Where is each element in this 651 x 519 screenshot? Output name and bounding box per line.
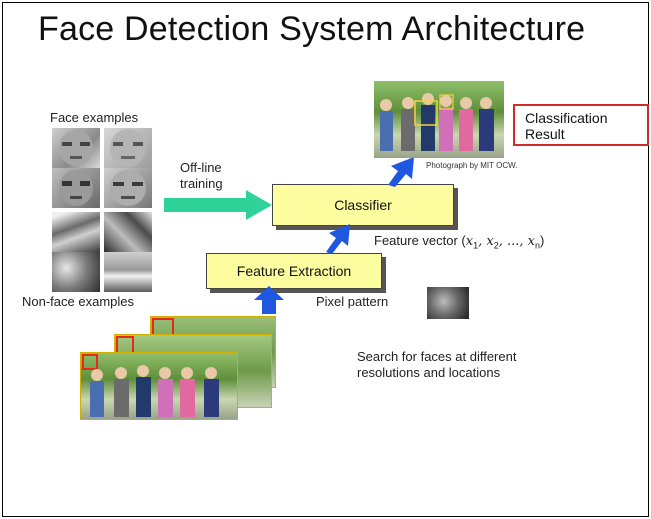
- nonface-thumb: [52, 212, 100, 252]
- feature-vector-sub-1: 1: [473, 240, 479, 251]
- flow-arrow-pixels-to-features: [254, 286, 284, 314]
- photo-credit: Photograph by MIT OCW.: [426, 161, 518, 170]
- feature-vector-xn: , ..., x: [498, 234, 536, 249]
- offline-training-label: Off-line training: [180, 160, 223, 191]
- feature-vector-sub-2: 2: [493, 240, 499, 251]
- feature-vector-label: Feature vector (x1, x2, ..., xn): [374, 233, 544, 251]
- flow-arrow-features-to-classifier: [326, 224, 350, 254]
- feature-vector-x2: , x: [478, 234, 494, 249]
- nonface-thumb: [52, 252, 100, 292]
- feature-vector-close: ): [540, 233, 545, 248]
- search-photo-front: [80, 352, 238, 420]
- feature-vector-sub-n: n: [535, 240, 541, 251]
- nonface-thumb: [104, 252, 152, 292]
- search-text: Search for faces at different resolution…: [357, 349, 517, 380]
- face-thumb: [52, 168, 100, 208]
- feature-vector-prefix: Feature vector (: [374, 233, 466, 248]
- pixel-pattern-thumb: [427, 287, 469, 319]
- classifier-box: Classifier: [272, 184, 454, 226]
- slide-title: Face Detection System Architecture: [38, 10, 586, 48]
- pixel-pattern-label: Pixel pattern: [316, 294, 389, 309]
- feature-extraction-box: Feature Extraction: [206, 253, 382, 289]
- training-arrow: [164, 190, 272, 220]
- face-thumb: [104, 168, 152, 208]
- flow-arrow-classifier-to-result: [388, 157, 414, 187]
- face-examples-label: Face examples: [50, 110, 139, 125]
- nonface-examples-label: Non-face examples: [22, 294, 134, 309]
- result-photo: [374, 81, 504, 158]
- classification-result-box: Classification Result: [513, 104, 649, 146]
- face-thumb: [104, 128, 152, 168]
- face-thumb: [52, 128, 100, 168]
- nonface-thumb: [104, 212, 152, 252]
- feature-vector-x1: x: [465, 234, 474, 249]
